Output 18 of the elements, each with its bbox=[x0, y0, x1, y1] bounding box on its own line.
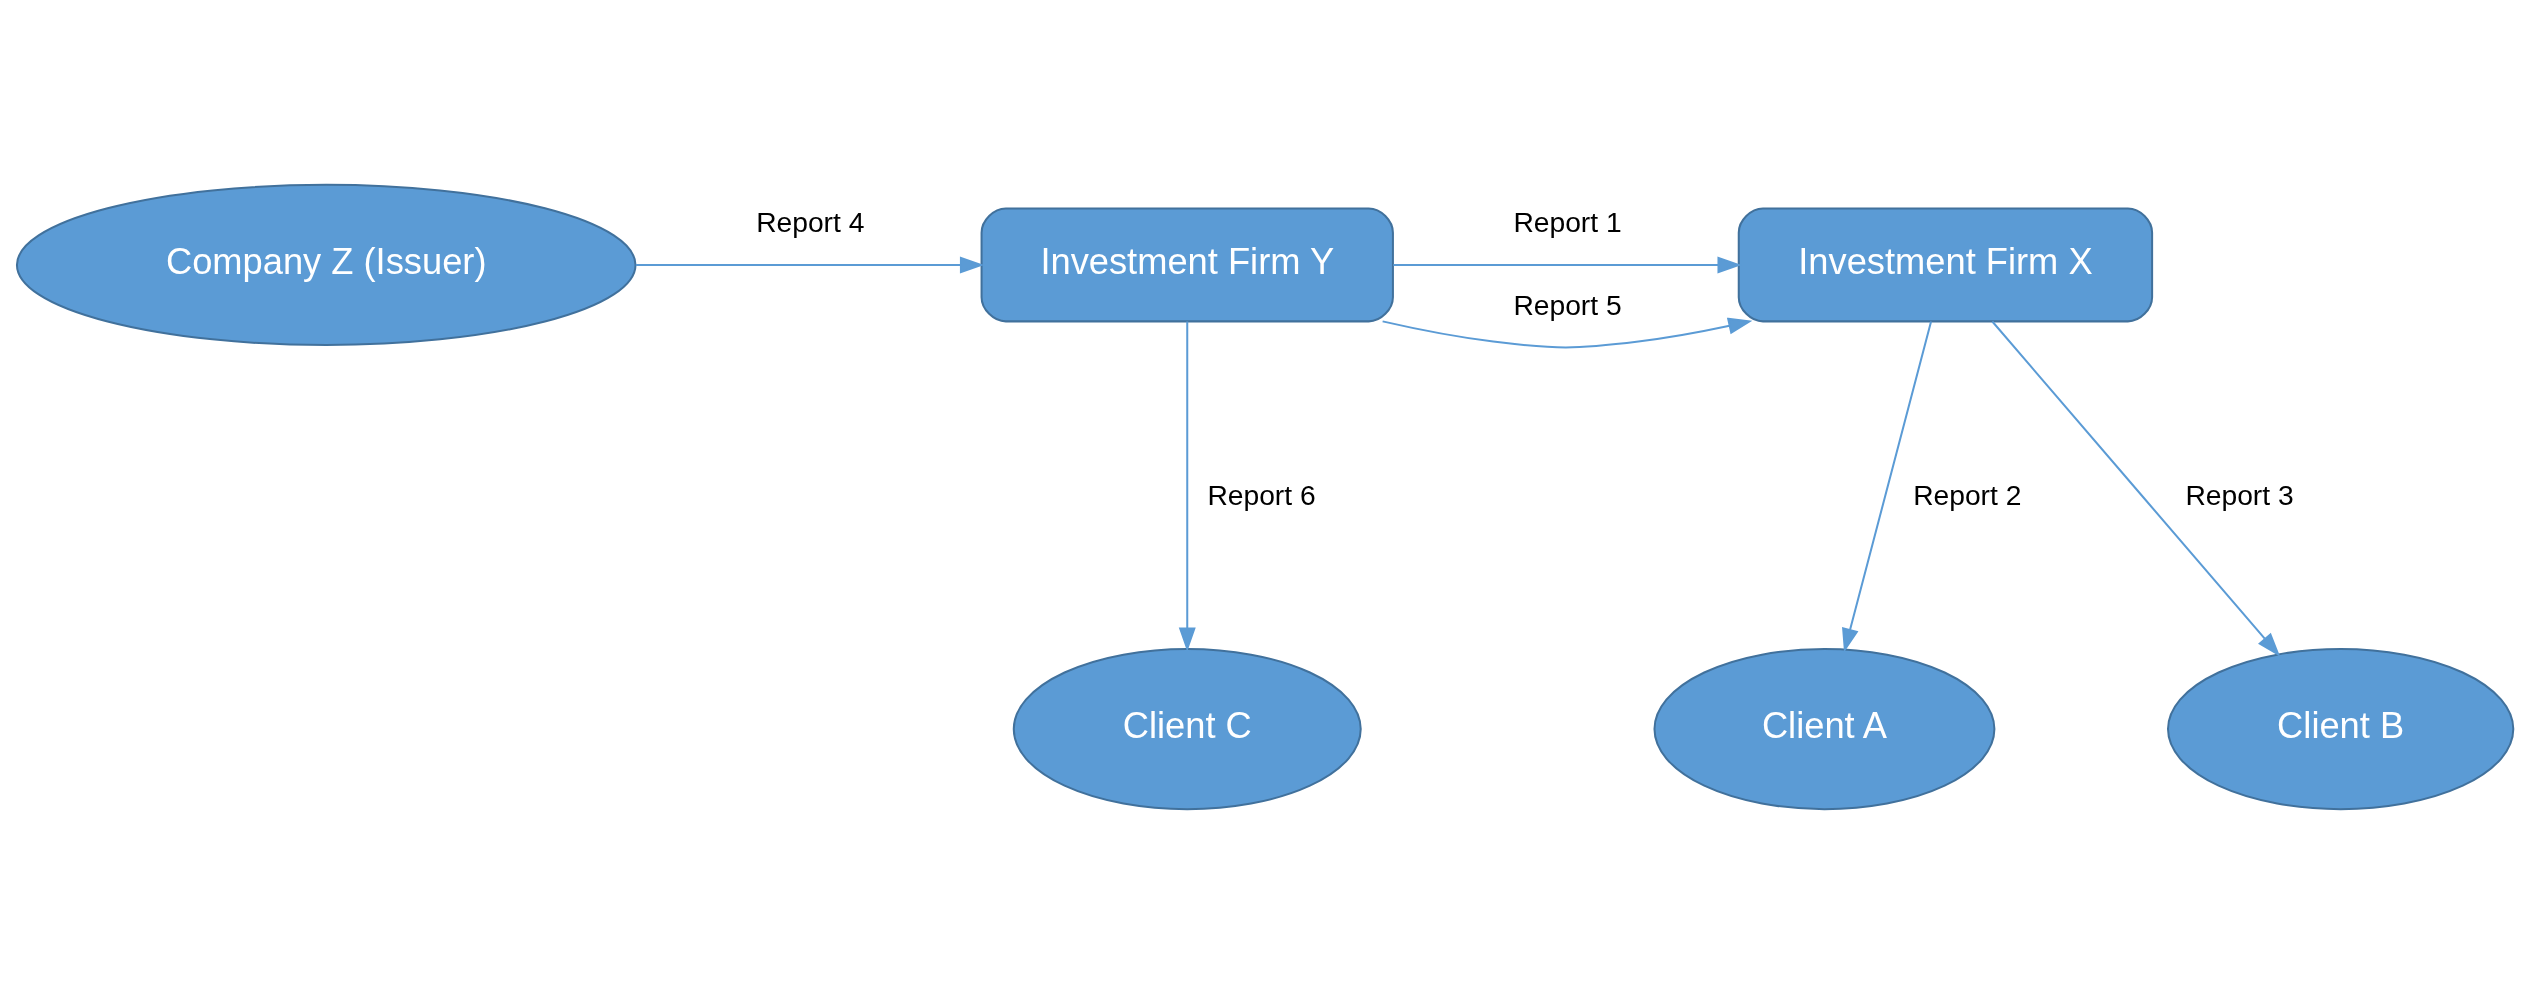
arrow bbox=[635, 256, 985, 274]
edge-label: Report 1 bbox=[1513, 206, 1622, 239]
edge-label: Report 6 bbox=[1207, 479, 1316, 512]
edge-label: Report 3 bbox=[2185, 479, 2294, 512]
arrow bbox=[1842, 321, 1933, 653]
edge-label: Report 5 bbox=[1513, 288, 1622, 321]
node-box: Investment Firm X bbox=[1737, 207, 2154, 323]
edge-label: Report 2 bbox=[1913, 479, 2022, 512]
arrow bbox=[1393, 256, 1742, 274]
arrow bbox=[1991, 320, 2281, 657]
node-ellipse: Client B bbox=[2167, 648, 2515, 811]
node-ellipse: Company Z (Issuer) bbox=[15, 183, 637, 346]
node-ellipse: Client A bbox=[1653, 648, 1996, 811]
arrow bbox=[1382, 317, 1753, 349]
edge-label: Report 4 bbox=[756, 206, 865, 239]
arrow bbox=[1178, 321, 1196, 652]
node-ellipse: Client C bbox=[1012, 648, 1362, 811]
node-box: Investment Firm Y bbox=[980, 207, 1394, 323]
